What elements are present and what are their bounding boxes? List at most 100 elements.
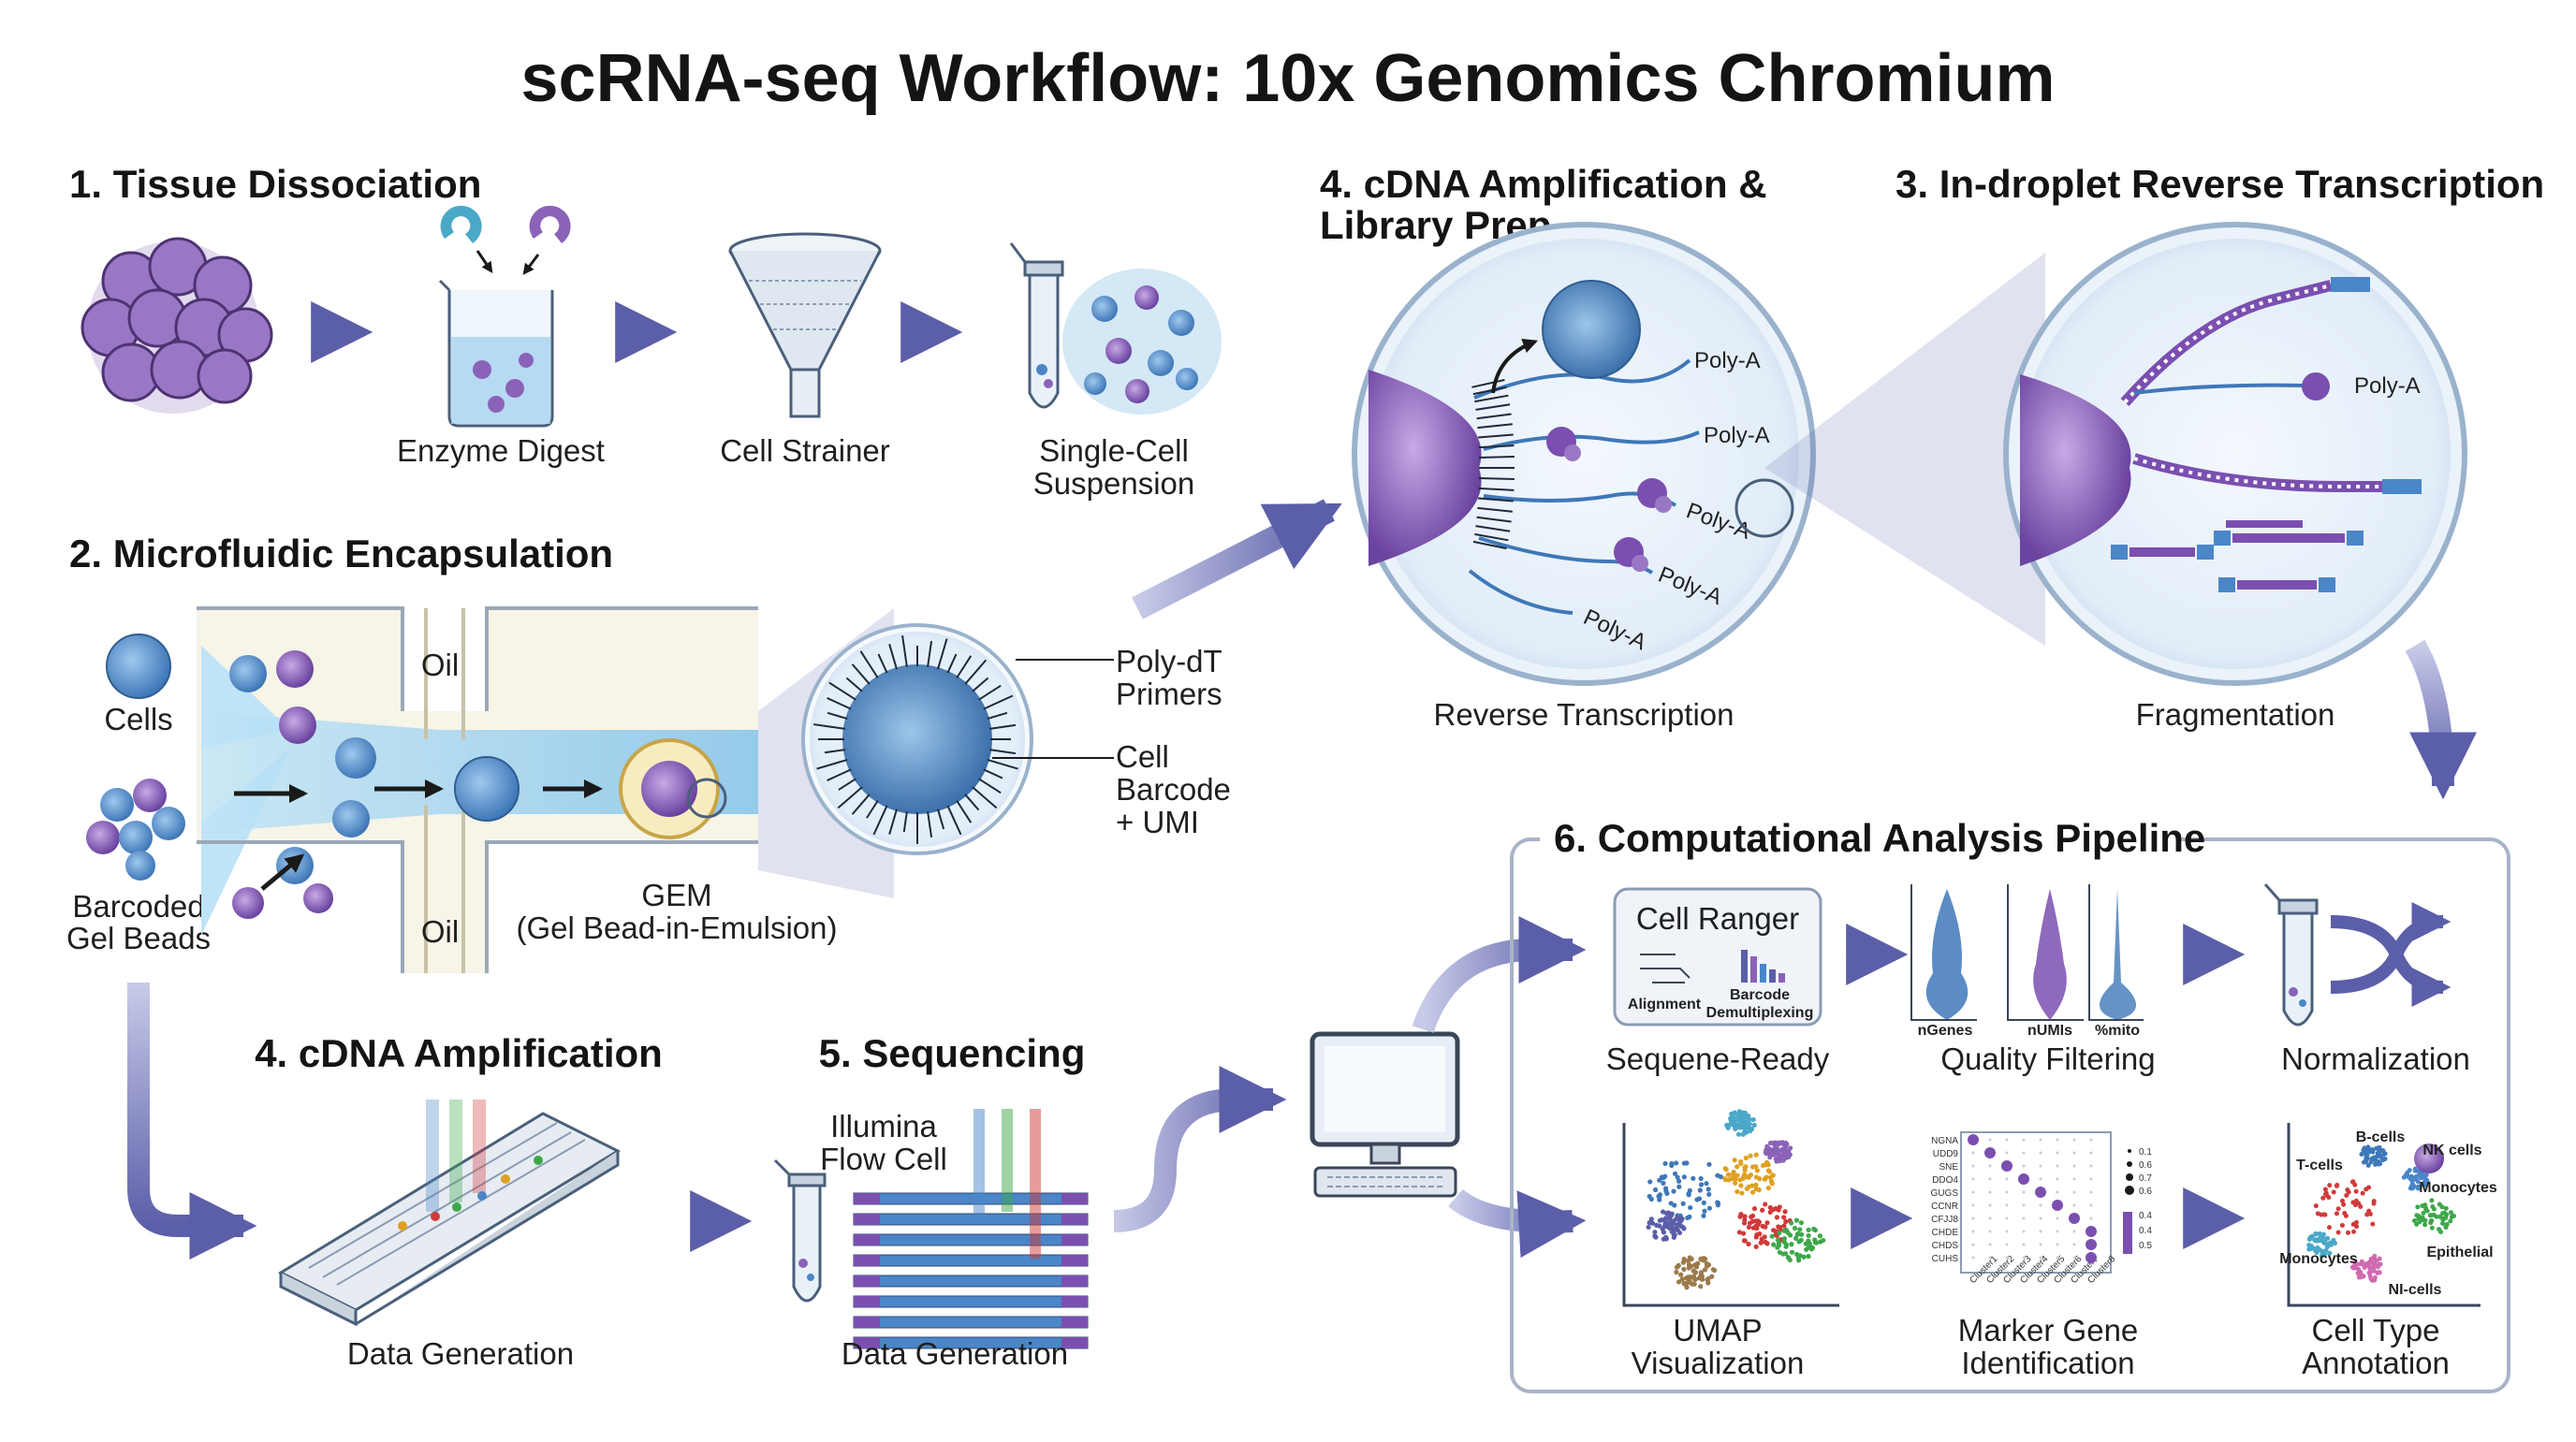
umap-point: [1676, 1184, 1682, 1189]
umap-point: [1738, 1160, 1744, 1167]
celltype-point: [2361, 1159, 2366, 1165]
umap-point: [1774, 1145, 1779, 1152]
marker-dot: [2039, 1230, 2042, 1233]
step1-tissue-dissociation: 1. Tissue Dissociation Enzyme Diges: [69, 162, 1222, 501]
marker-dot: [1968, 1134, 1979, 1145]
celltype-point: [2334, 1183, 2339, 1188]
umap-point: [1706, 1205, 1713, 1211]
primer-strand: [927, 640, 933, 667]
marker-dot: [2072, 1138, 2076, 1142]
primer-strand: [828, 681, 856, 701]
umap-point: [1809, 1245, 1816, 1251]
celltype-point: [2422, 1181, 2427, 1187]
umap-point: [1783, 1244, 1789, 1249]
cells-label: Cells: [104, 702, 172, 736]
marker-caption-1: Marker Gene: [1958, 1313, 2139, 1347]
cell-ranger-caption: Sequene-Ready: [1606, 1041, 1830, 1076]
marker-dot: [1988, 1190, 1992, 1194]
umap-point: [1742, 1214, 1748, 1219]
marker-gene-label: NGNA: [1931, 1136, 1958, 1146]
primer-strand: [872, 805, 888, 836]
celltype-point: [2320, 1195, 2326, 1201]
marker-dot: [2022, 1164, 2026, 1168]
color-legend: [2123, 1212, 2132, 1254]
lane-end: [1061, 1234, 1088, 1245]
marker-dot: [2005, 1216, 2009, 1220]
celltype-point: [2380, 1148, 2386, 1154]
celltype-monocytes-2: Monocytes: [2279, 1251, 2358, 1267]
celltype-bcells: B-cells: [2356, 1129, 2406, 1145]
primer-strand: [972, 786, 998, 809]
umap-point: [1649, 1220, 1656, 1226]
adapter-block: [2197, 545, 2214, 560]
umap-point: [1792, 1225, 1798, 1231]
umap-point: [1686, 1265, 1691, 1271]
primer-strand: [978, 778, 1002, 794]
celltype-monocytes-1: Monocytes: [2419, 1180, 2497, 1196]
enzyme-blob: [2302, 372, 2330, 401]
polydt-label-1: Poly-dT: [1116, 644, 1222, 678]
celltype-point: [2321, 1249, 2327, 1255]
primer-strand: [946, 805, 962, 836]
umap-point: [1724, 1122, 1730, 1128]
umap-point: [1693, 1264, 1700, 1270]
celltype-point: [2421, 1173, 2426, 1179]
celltype-point: [2372, 1158, 2378, 1163]
primer-strand: [989, 723, 1017, 730]
umap-point: [1715, 1202, 1720, 1208]
primer-strand: [1477, 423, 1513, 430]
umap-point: [1787, 1257, 1793, 1263]
marker-dot: [2056, 1138, 2059, 1142]
umap-point: [1762, 1234, 1767, 1240]
umap-plot: [1622, 1109, 1839, 1307]
umap-point: [1657, 1223, 1662, 1229]
illumina-label-2: Flow Cell: [820, 1142, 947, 1176]
umap-point: [1680, 1225, 1686, 1231]
celltype-point: [2381, 1151, 2387, 1157]
adapter-block: [2111, 545, 2128, 560]
umap-point: [1661, 1224, 1667, 1230]
umap-point: [1756, 1187, 1762, 1193]
primer-strand: [983, 694, 1014, 710]
cdna-fragment: [2130, 547, 2195, 557]
umap-point: [1704, 1181, 1709, 1187]
primer-strand: [1476, 413, 1512, 420]
marker-dot: [2089, 1177, 2093, 1181]
celltype-point: [2421, 1210, 2426, 1216]
primer-strand: [827, 697, 852, 710]
cell-icon: [106, 634, 171, 699]
umap-point: [1647, 1179, 1653, 1185]
celltype-point: [2376, 1269, 2381, 1274]
tube-icon: [1009, 242, 1064, 409]
primer-strand: [964, 794, 980, 811]
qc-numis-label: nUMIs: [2027, 1023, 2072, 1039]
flow-cell-lane: [853, 1254, 1089, 1267]
celltype-point: [2429, 1212, 2435, 1217]
marker-dot: [1988, 1203, 1992, 1207]
zoom-wedge: [1764, 253, 2045, 646]
marker-dot: [2039, 1256, 2042, 1260]
marker-dot: [2022, 1230, 2026, 1233]
adapter-block: [2218, 577, 2235, 592]
celltype-point: [2346, 1230, 2351, 1235]
qc-ngenes-label: nGenes: [1918, 1023, 1973, 1039]
celltype-point: [2326, 1225, 2332, 1231]
celltype-point: [2440, 1220, 2446, 1226]
umap-point: [1806, 1238, 1811, 1244]
celltype-point: [2313, 1238, 2319, 1244]
umap-point: [1694, 1197, 1700, 1202]
umap-point: [1743, 1113, 1749, 1119]
umap-point: [1777, 1249, 1783, 1255]
umap-point: [1739, 1118, 1745, 1124]
umap-point: [1730, 1121, 1736, 1127]
primer-strand: [1476, 516, 1512, 523]
primer-strand: [1475, 525, 1511, 532]
umap-point: [1701, 1213, 1706, 1218]
primer-strand: [964, 659, 988, 685]
umap-point: [1715, 1173, 1720, 1178]
celltype-point: [2429, 1225, 2435, 1231]
umap-point: [1789, 1220, 1794, 1226]
celltype-point: [2360, 1190, 2365, 1196]
umap-point: [1765, 1185, 1771, 1191]
umap-point: [1753, 1218, 1759, 1224]
